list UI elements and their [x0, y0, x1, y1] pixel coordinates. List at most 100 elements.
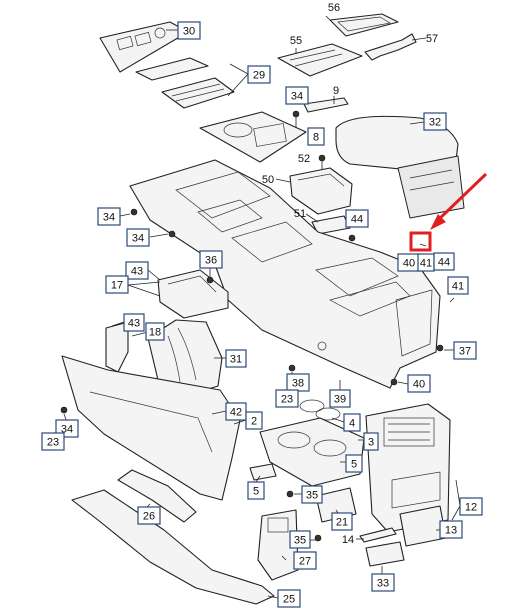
callout-25: 25 [277, 589, 301, 608]
callout-34-mid: 34 [126, 228, 150, 247]
part-27-cover [257, 509, 299, 581]
callout-23-center: 23 [275, 389, 299, 408]
svg-text:25: 25 [283, 594, 295, 606]
svg-text:35: 35 [294, 535, 306, 547]
svg-text:23: 23 [47, 437, 59, 449]
svg-text:13: 13 [445, 525, 457, 537]
callout-34-left: 34 [97, 207, 121, 226]
callout-57: 57 [426, 33, 438, 45]
part-1-center-console [129, 159, 441, 389]
callout-8: 8 [307, 127, 325, 146]
callout-21: 21 [331, 512, 353, 531]
svg-text:35: 35 [306, 490, 318, 502]
part-32-armrest [335, 115, 465, 219]
part-14-trim [359, 527, 397, 543]
svg-text:18: 18 [149, 327, 161, 339]
callout-14: 14 [342, 534, 354, 546]
callout-29: 29 [247, 65, 271, 84]
part-17-bracket [157, 269, 229, 319]
svg-text:43: 43 [131, 266, 143, 278]
callout-13: 13 [439, 520, 463, 539]
callout-44-center: 44 [433, 252, 455, 271]
callout-4: 4 [343, 413, 361, 432]
svg-text:40: 40 [403, 258, 415, 270]
part-9-strip [303, 97, 349, 113]
callout-41-right: 41 [447, 276, 469, 295]
callout-30: 30 [177, 21, 201, 40]
svg-text:5: 5 [253, 486, 259, 498]
callout-17: 17 [105, 275, 129, 294]
svg-text:36: 36 [205, 255, 217, 267]
svg-text:2: 2 [251, 416, 257, 428]
callout-12: 12 [459, 497, 483, 516]
callout-27: 27 [293, 551, 317, 570]
callout-23-left: 23 [41, 432, 65, 451]
svg-text:8: 8 [313, 132, 319, 144]
svg-text:32: 32 [429, 117, 441, 129]
svg-text:29: 29 [253, 70, 265, 82]
callout-51: 51 [294, 208, 306, 220]
callout-34-top: 34 [285, 86, 309, 105]
svg-text:31: 31 [230, 354, 242, 366]
callout-41-center: 41 [417, 253, 435, 272]
callout-43-lower: 43 [123, 313, 145, 332]
callout-44-upper: 44 [345, 209, 369, 228]
callout-38: 38 [286, 373, 310, 392]
callout-2: 2 [245, 411, 263, 430]
callout-9: 9 [333, 85, 339, 97]
part-57-bracket [364, 33, 417, 61]
callout-36: 36 [199, 250, 223, 269]
callout-18: 18 [145, 322, 165, 341]
part-12-rear-vent-panel [365, 403, 451, 533]
callout-37: 37 [453, 341, 477, 360]
callout-40-right: 40 [407, 374, 431, 393]
callout-5-left: 5 [247, 481, 265, 500]
svg-text:3: 3 [368, 437, 374, 449]
callout-43-upper: 43 [125, 261, 149, 280]
svg-text:39: 39 [334, 394, 346, 406]
svg-text:41: 41 [420, 258, 432, 270]
callout-40-center: 40 [397, 253, 421, 272]
svg-text:26: 26 [143, 511, 155, 523]
svg-text:34: 34 [132, 233, 144, 245]
svg-text:4: 4 [349, 418, 355, 430]
callout-35-upper: 35 [301, 485, 323, 504]
highlight-marker [409, 172, 488, 252]
svg-text:37: 37 [459, 346, 471, 358]
callout-42: 42 [225, 402, 247, 421]
part-33-switch [365, 541, 405, 567]
svg-text:27: 27 [299, 556, 311, 568]
part-2-side-panel [61, 355, 241, 501]
callout-33: 33 [371, 573, 395, 592]
svg-text:34: 34 [103, 212, 115, 224]
callout-35-lower: 35 [289, 530, 311, 549]
svg-text:40: 40 [413, 379, 425, 391]
callout-31: 31 [225, 349, 247, 368]
svg-text:34: 34 [291, 91, 303, 103]
svg-text:30: 30 [183, 26, 195, 38]
part-50-storage-box [289, 167, 353, 215]
screws [60, 110, 444, 542]
callout-50: 50 [262, 174, 274, 186]
callouts: 30 56 55 57 29 34 9 8 32 52 50 51 44 34 … [41, 2, 483, 608]
part-8-cupholder-cover [199, 111, 307, 163]
callout-32: 32 [423, 112, 447, 131]
part-55-tray-insert [277, 43, 363, 77]
part-3-cupholder [259, 417, 365, 487]
part-4-seal-rings [299, 399, 341, 421]
svg-text:12: 12 [465, 502, 477, 514]
callout-56: 56 [328, 2, 340, 14]
svg-text:17: 17 [111, 280, 123, 292]
svg-text:44: 44 [438, 257, 450, 269]
svg-text:33: 33 [377, 578, 389, 590]
svg-text:42: 42 [230, 407, 242, 419]
svg-text:23: 23 [281, 394, 293, 406]
callout-26: 26 [137, 506, 161, 525]
callout-55: 55 [290, 35, 302, 47]
callout-52: 52 [298, 153, 310, 165]
part-26-trim [117, 469, 197, 523]
part-56-storage-tray [329, 13, 399, 37]
svg-text:38: 38 [292, 378, 304, 390]
svg-text:5: 5 [351, 459, 357, 471]
